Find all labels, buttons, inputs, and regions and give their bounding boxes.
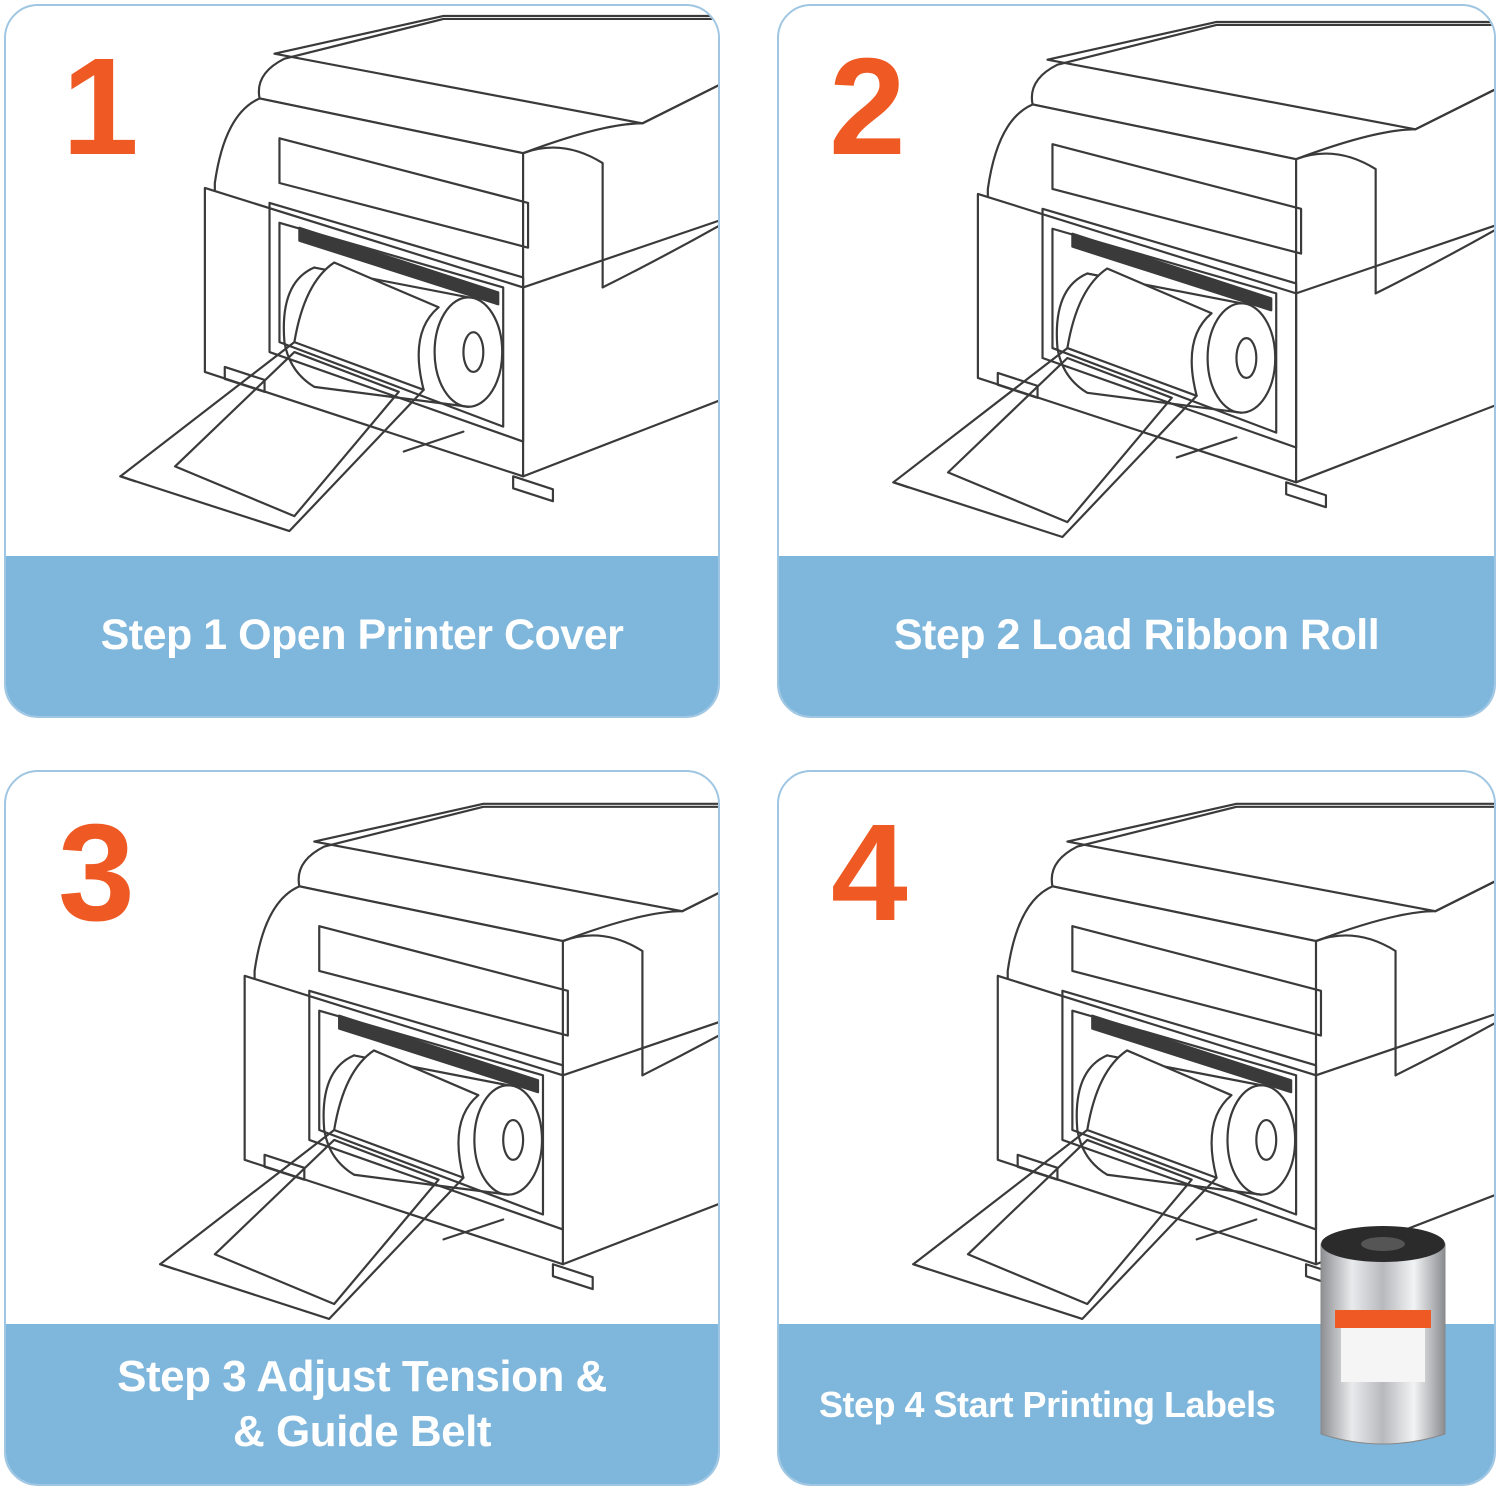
step-number: 3 (58, 796, 135, 950)
step-number: 2 (829, 30, 906, 184)
step-card-3: 3 Step 3 Adjust Tension & & Guide Belt (4, 770, 720, 1486)
step-card-4: 4 Step 4 Start Printing Labels (777, 770, 1496, 1486)
step-caption-line-2: & Guide Belt (232, 1407, 492, 1456)
step-caption: Step 2 Load Ribbon Roll (893, 611, 1380, 660)
step-number: 1 (62, 30, 139, 184)
caption-band: Step 1 Open Printer Cover (6, 556, 718, 716)
caption-band: Step 2 Load Ribbon Roll (779, 556, 1494, 716)
step-card-1: 1 Step 1 Open Printer Cover (4, 4, 720, 718)
caption-band: Step 3 Adjust Tension & & Guide Belt (6, 1324, 718, 1484)
step-card-2: 2 Step 2 Load Ribbon Roll (777, 4, 1496, 718)
ribbon-roll-image (1320, 1226, 1446, 1445)
step-caption: Step 4 Start Printing Labels (819, 1383, 1276, 1425)
step-caption-line-1: Step 3 Adjust Tension & (117, 1352, 607, 1401)
step-number: 4 (831, 796, 908, 950)
step-caption: Step 3 Adjust Tension & & Guide Belt (62, 1349, 662, 1459)
step-caption: Step 1 Open Printer Cover (100, 611, 624, 660)
